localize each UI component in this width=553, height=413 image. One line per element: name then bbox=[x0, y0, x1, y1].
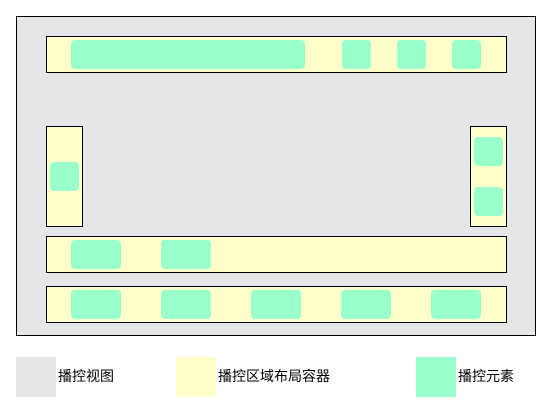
bottom-element bbox=[161, 290, 211, 319]
bottom-element bbox=[71, 290, 121, 319]
middle-element bbox=[71, 240, 121, 269]
right-element bbox=[474, 137, 503, 166]
legend-swatch-element bbox=[416, 357, 456, 397]
bottom-element bbox=[341, 290, 391, 319]
bottom-element bbox=[251, 290, 301, 319]
legend-label-element: 播控元素 bbox=[458, 369, 514, 385]
legend-label-container: 播控区域布局容器 bbox=[218, 369, 330, 385]
bottom-element bbox=[431, 290, 481, 319]
top-element bbox=[342, 40, 371, 69]
left-element bbox=[50, 162, 79, 191]
legend-label-view: 播控视图 bbox=[58, 369, 114, 385]
legend-swatch-view bbox=[16, 357, 56, 397]
top-element bbox=[452, 40, 481, 69]
legend-swatch-container bbox=[176, 357, 216, 397]
middle-layout-container bbox=[46, 236, 507, 273]
top-element-wide bbox=[71, 40, 305, 69]
right-element bbox=[474, 187, 503, 216]
middle-element bbox=[161, 240, 211, 269]
top-element bbox=[397, 40, 426, 69]
